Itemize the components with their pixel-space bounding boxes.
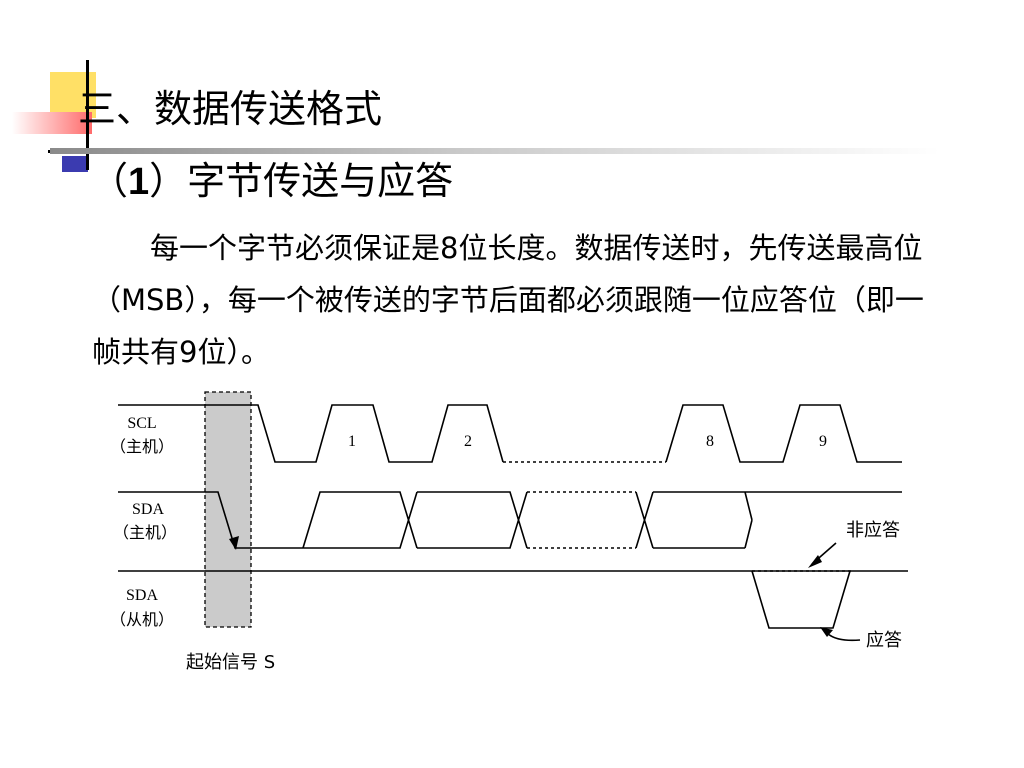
vertical-line (86, 60, 89, 170)
sda-master-role-label: （主机） (113, 523, 177, 542)
sda-slave-ack-pulse (751, 570, 851, 629)
scl-label: SCL (127, 415, 156, 432)
scl-waveform-end (665, 404, 902, 463)
sda-master-bits-gap (527, 491, 636, 549)
subtitle-number: 1 (128, 161, 150, 203)
ack-label: 应答 (866, 630, 902, 651)
blue-square (62, 156, 88, 172)
nack-label: 非应答 (846, 520, 900, 541)
slide-title: 三、数据传送格式 (78, 87, 383, 131)
paragraph-text: 每一个字节必须保证是8位长度。数据传送时，先传送最高位（MSB），每一个被传送的… (92, 231, 924, 369)
sda-start-arrowhead (229, 536, 239, 550)
sda-master-bit-2 (417, 491, 528, 549)
i2c-timing-diagram: SCL （主机） SDA （主机） SDA （从机） 1 2 8 9 非应答 应… (110, 391, 908, 673)
start-signal-label: 起始信号 S (186, 652, 275, 673)
ack-pointer (825, 631, 861, 642)
body-paragraph: 每一个字节必须保证是8位长度。数据传送时，先传送最高位（MSB），每一个被传送的… (92, 222, 942, 378)
subtitle-open-paren: （ (90, 159, 129, 203)
scl-role-label: （主机） (110, 437, 174, 456)
clock-label-9: 9 (819, 433, 827, 450)
clock-label-2: 2 (464, 433, 472, 450)
red-gradient-bar (12, 112, 92, 134)
sda-slave-role-label: （从机） (110, 610, 174, 629)
subtitle-text: ）字节传送与应答 (149, 159, 454, 203)
clock-label-1: 1 (348, 433, 356, 450)
ack-arrowhead (820, 627, 833, 637)
sda-master-bit-1 (302, 491, 418, 549)
slide-subtitle: （1）字节传送与应答 (90, 158, 453, 205)
title-underline (50, 148, 940, 154)
scl-waveform (118, 404, 504, 463)
sda-slave-label: SDA (126, 587, 158, 604)
nack-arrowhead (808, 555, 822, 568)
sda-master-start (118, 491, 303, 549)
clock-label-8: 8 (706, 433, 714, 450)
start-signal-band (204, 391, 252, 628)
sda-master-bit-8 (635, 491, 753, 549)
corner-decoration (0, 60, 120, 180)
sda-master-label: SDA (132, 501, 164, 518)
